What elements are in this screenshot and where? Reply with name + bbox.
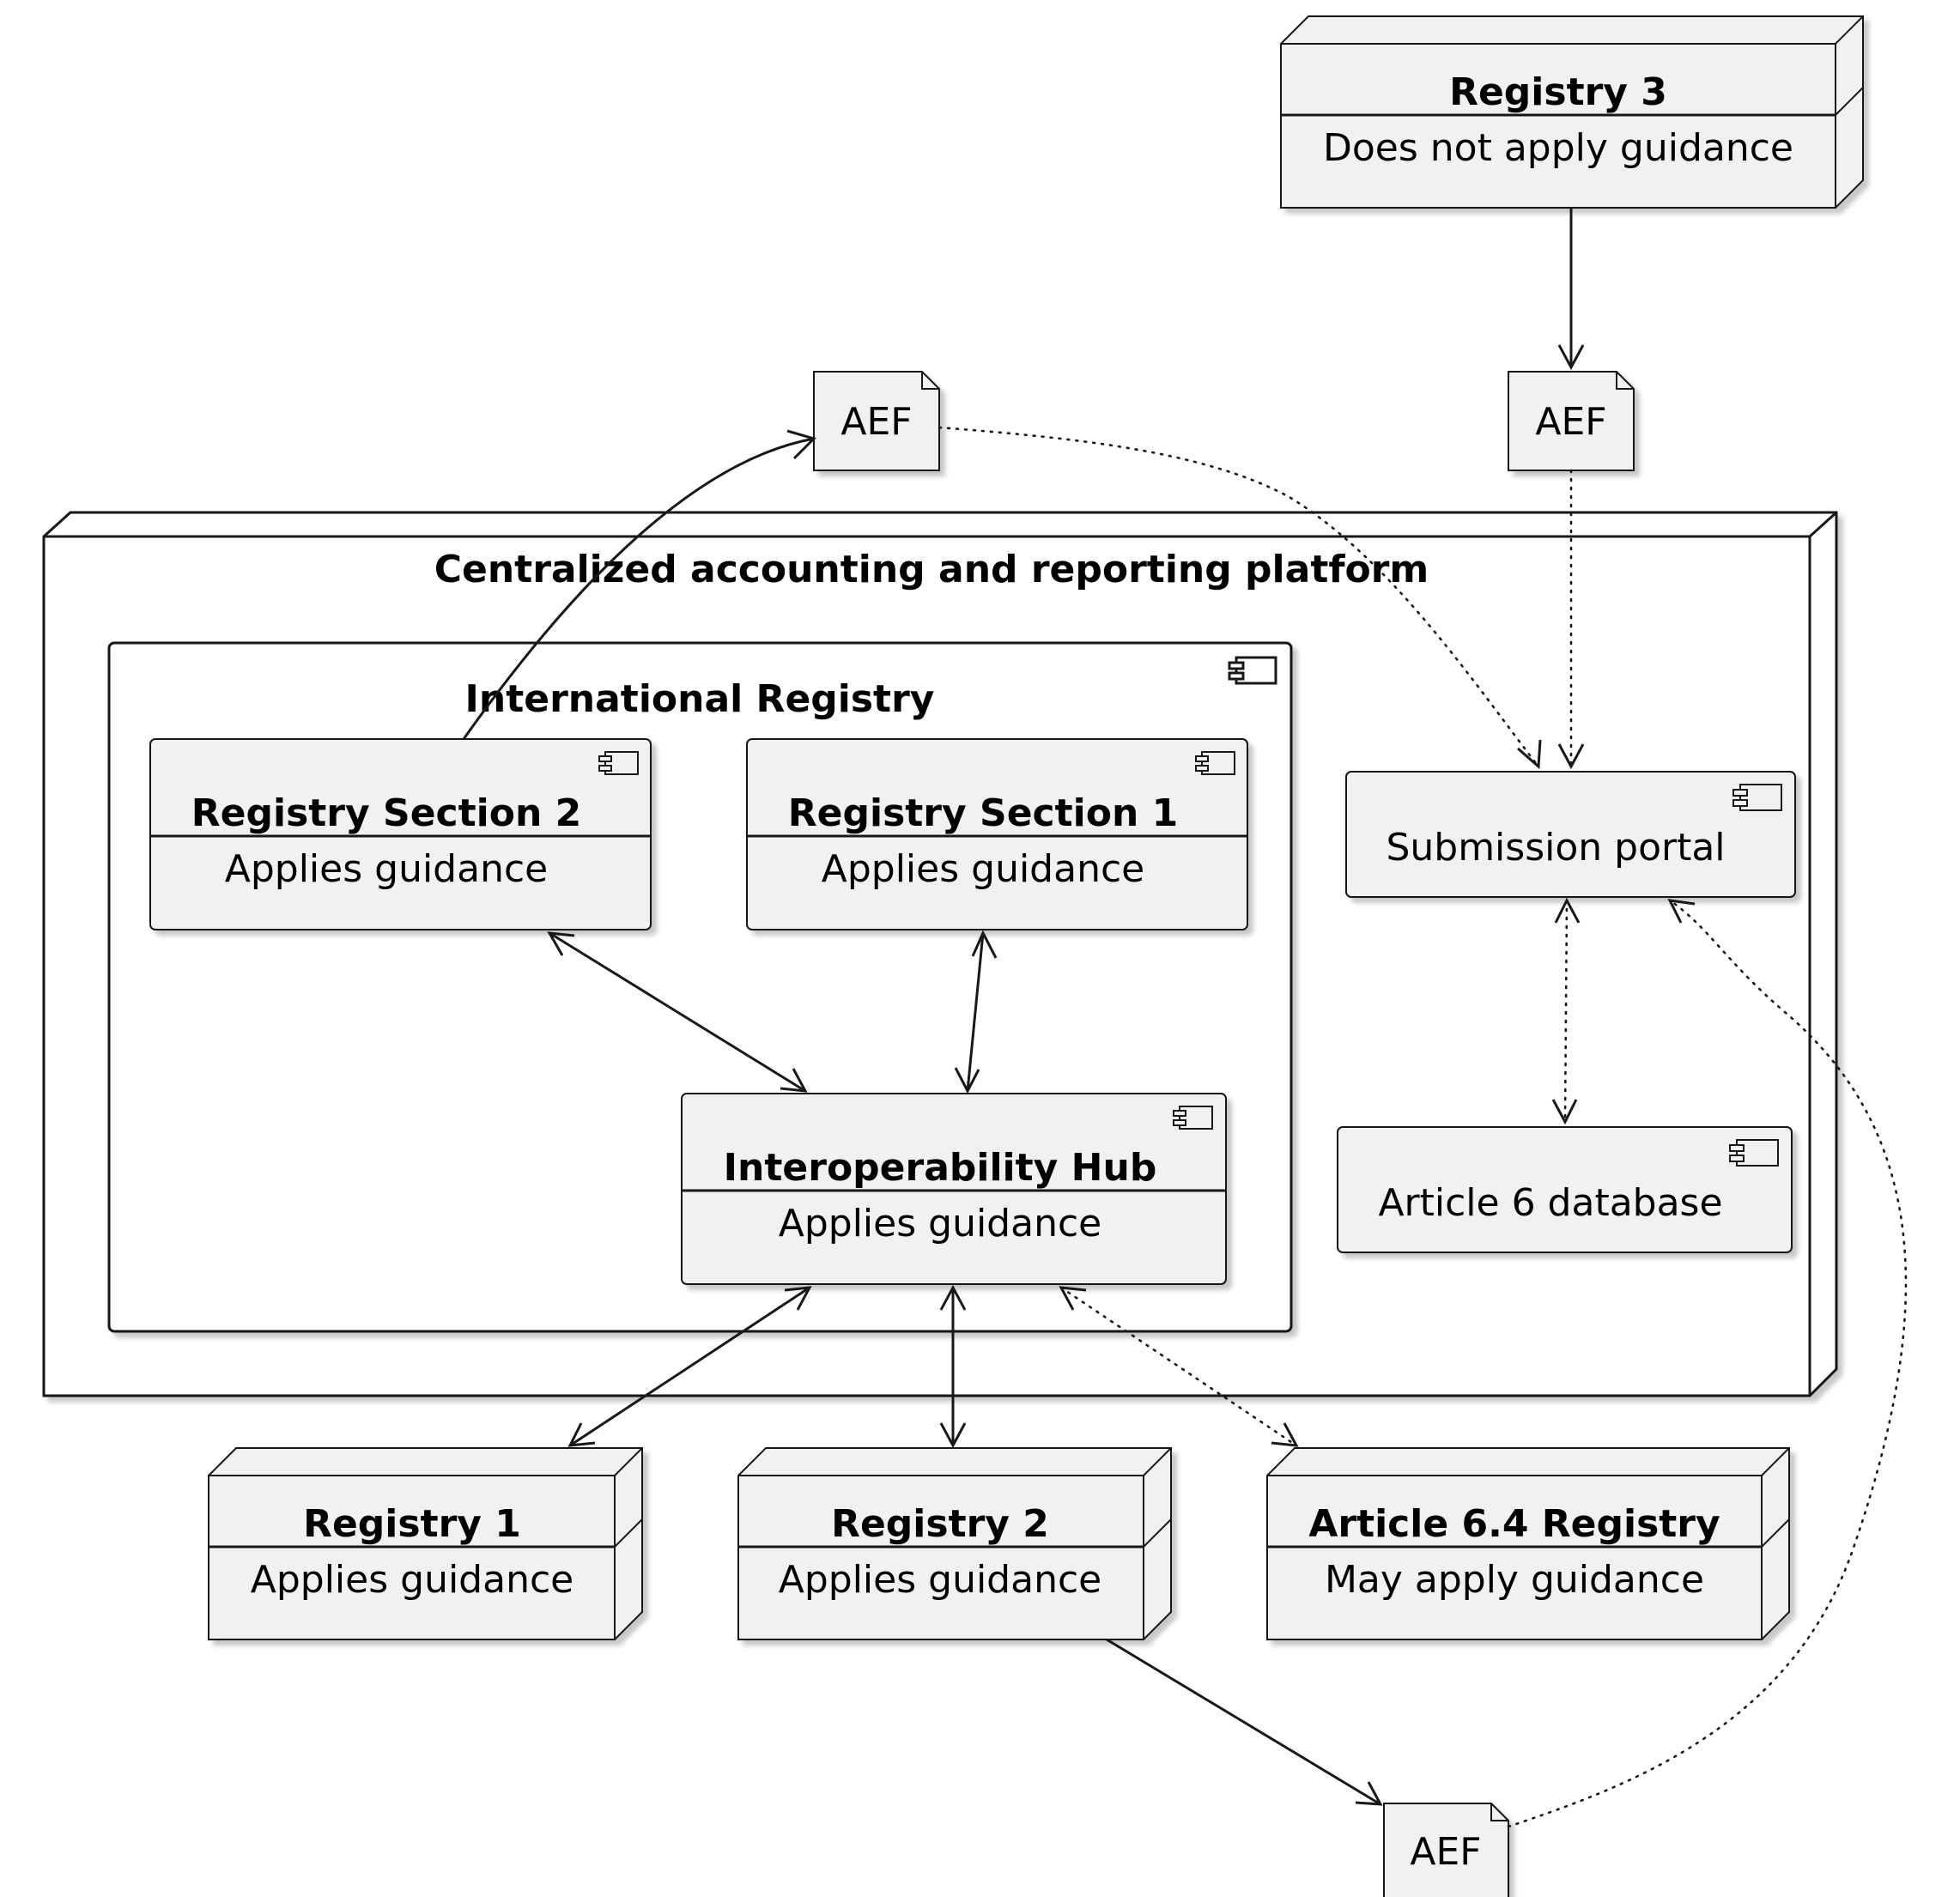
connector-hub-registry1 [567, 1286, 812, 1447]
connector-section2-hub [547, 931, 808, 1093]
registry-3-title: Registry 3 [1449, 70, 1667, 114]
registry-3-desc: Does not apply guidance [1323, 126, 1793, 170]
interoperability-hub-title: Interoperability Hub [724, 1146, 1157, 1190]
article-6-4-registry-desc: May apply guidance [1325, 1558, 1704, 1602]
registry-1-node: Registry 1 Applies guidance [208, 1447, 643, 1640]
article-6-database-label: Article 6 database [1378, 1181, 1722, 1225]
platform-title: Centralized accounting and reporting pla… [434, 548, 1429, 591]
registry-2-title: Registry 2 [831, 1502, 1049, 1546]
connector-aef-bottom-to-portal [1507, 899, 1908, 1828]
registry-1-title: Registry 1 [303, 1502, 521, 1546]
connector-section2-to-aef [462, 429, 816, 740]
component-icon [1732, 784, 1782, 811]
article-6-database: Article 6 database [1337, 1126, 1793, 1253]
registry-2-node: Registry 2 Applies guidance [737, 1447, 1172, 1640]
connector-registry3-to-aef [1557, 208, 1585, 371]
submission-portal: Submission portal [1345, 771, 1796, 898]
connector-registry2-to-aef [1106, 1638, 1383, 1806]
registry-section-2-desc: Applies guidance [225, 847, 548, 891]
registry-section-2-title: Registry Section 2 [191, 791, 581, 835]
registry-3-node: Registry 3 Does not apply guidance [1280, 15, 1864, 209]
connector-hub-article64 [1059, 1286, 1299, 1447]
aef-file-top-right-label: AEF [1535, 400, 1606, 444]
article-6-4-registry-node: Article 6.4 Registry May apply guidance [1266, 1447, 1790, 1640]
submission-portal-label: Submission portal [1386, 826, 1725, 870]
connector-aef-to-portal-2 [938, 426, 1542, 770]
component-icon [1173, 1106, 1213, 1130]
registry-section-1-title: Registry Section 1 [788, 791, 1178, 835]
component-icon [1228, 656, 1277, 685]
registry-section-1-desc: Applies guidance [822, 847, 1144, 891]
aef-file-top-left: AEF [813, 371, 940, 471]
international-registry-title: International Registry [465, 677, 935, 721]
connector-portal-database [1551, 897, 1581, 1125]
connector-aef-to-portal-1 [1557, 469, 1585, 770]
aef-file-bottom-label: AEF [1410, 1830, 1481, 1874]
aef-file-top-left-label: AEF [840, 400, 912, 444]
interoperability-hub: Interoperability Hub Applies guidance [681, 1093, 1227, 1285]
component-icon [1195, 751, 1235, 775]
component-icon [1729, 1139, 1779, 1167]
registry-section-1: Registry Section 1 Applies guidance [746, 738, 1248, 930]
connector-section1-hub [954, 930, 998, 1094]
aef-file-top-right: AEF [1508, 371, 1635, 471]
registry-2-desc: Applies guidance [779, 1558, 1101, 1602]
connector-hub-registry2 [939, 1284, 967, 1449]
interoperability-hub-desc: Applies guidance [779, 1202, 1101, 1245]
registry-1-desc: Applies guidance [251, 1558, 573, 1602]
article-6-4-registry-title: Article 6.4 Registry [1308, 1502, 1720, 1546]
component-icon [598, 751, 639, 775]
registry-section-2: Registry Section 2 Applies guidance [149, 738, 652, 930]
aef-file-bottom: AEF [1383, 1803, 1509, 1897]
